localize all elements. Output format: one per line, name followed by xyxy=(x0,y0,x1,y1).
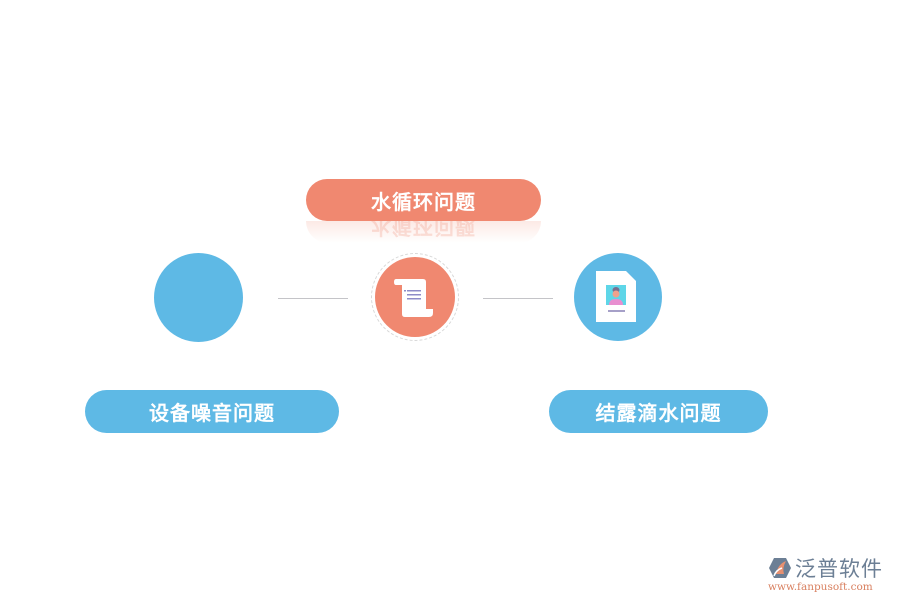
id-card-icon xyxy=(596,271,636,322)
condensation-drip-label: 结露滴水问题 xyxy=(549,390,768,433)
water-cycle-label: 水循环问题 xyxy=(306,179,541,221)
water-cycle-label-reflection: 水循环问题 xyxy=(306,221,541,243)
fanpu-logo: 泛普软件 www.fanpusoft.com xyxy=(768,553,883,593)
fanpu-logo-icon xyxy=(769,558,791,578)
center-node-ring xyxy=(371,253,459,341)
connector-line-right xyxy=(483,298,553,299)
noise-node-circle xyxy=(154,253,243,342)
logo-name: 泛普软件 xyxy=(795,557,883,581)
scroll-icon xyxy=(394,279,433,317)
connector-line-left xyxy=(278,298,348,299)
equipment-noise-label: 设备噪音问题 xyxy=(85,390,339,433)
logo-url: www.fanpusoft.com xyxy=(768,581,873,593)
